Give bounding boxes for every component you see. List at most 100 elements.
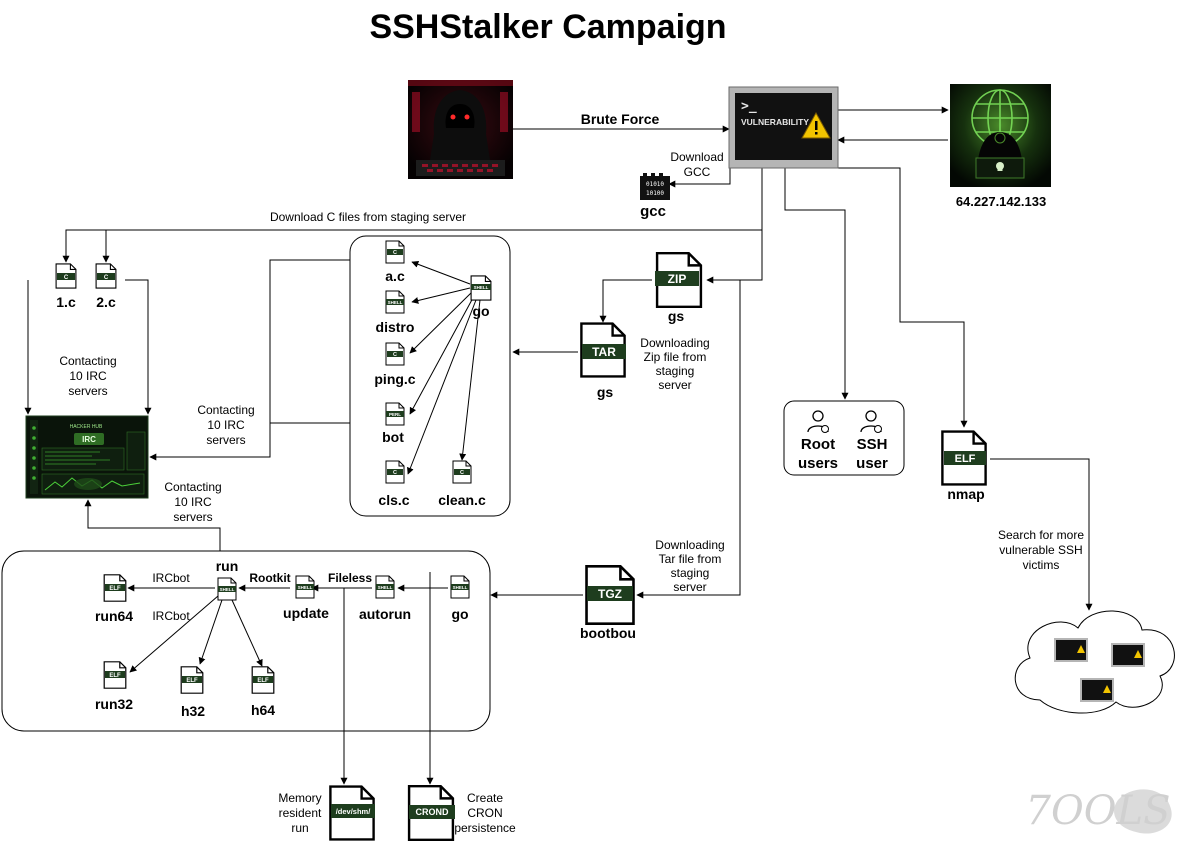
edge-label-contacting: servers: [206, 433, 245, 447]
svg-text:SHELL: SHELL: [474, 285, 489, 290]
skull-icon: [996, 162, 1004, 171]
node-ac: a.c: [385, 268, 405, 284]
infection-chain-container: [1, 550, 491, 732]
prompt-icon: >_: [741, 99, 757, 114]
edge-label-contacting: Contacting: [164, 480, 221, 494]
node-h64: h64: [251, 702, 275, 718]
shell-script-icon: SHELL: [217, 577, 237, 601]
edge-label-download-c: Download C files from staging server: [270, 210, 466, 224]
svg-text:ELF: ELF: [955, 453, 976, 465]
file-icon: C: [452, 460, 472, 484]
svg-text:ELF: ELF: [109, 586, 121, 592]
node-2c: 2.c: [96, 294, 116, 310]
node-root-users: users: [798, 455, 838, 472]
node-1c: 1.c: [56, 294, 76, 310]
perl-script-icon: PERL: [385, 402, 405, 426]
edge-label-contacting: servers: [173, 510, 212, 524]
svg-text:SHELL: SHELL: [220, 587, 235, 592]
attacker-ip: 64.227.142.133: [956, 194, 1046, 209]
vulnerable-server-icon: [1054, 638, 1088, 662]
svg-text:C: C: [393, 470, 397, 476]
svg-text:10100: 10100: [646, 190, 664, 197]
file-icon: C: [385, 240, 405, 264]
irc-hacker-hub-panel: HACKER HUB IRC: [25, 415, 149, 499]
svg-text:01010: 01010: [646, 181, 664, 188]
edge-label-fileless: Fileless: [328, 571, 372, 585]
edge-label-contacting: 10 IRC: [207, 418, 245, 432]
node-run64: run64: [95, 608, 133, 624]
edge-label-rootkit: Rootkit: [249, 571, 290, 585]
file-icon: C: [385, 342, 405, 366]
edge-label-download-gcc: Download: [670, 150, 723, 164]
edge-label-contacting: servers: [68, 384, 107, 398]
warning-icon: [801, 111, 831, 139]
node-gs-zip: gs: [668, 308, 685, 324]
svg-text:TGZ: TGZ: [598, 587, 622, 601]
edge-label-downloading-zip: Zip file from: [644, 350, 707, 364]
svg-text:C: C: [393, 352, 397, 358]
node-ssh-user: SSH: [857, 436, 888, 453]
edge-label-contacting: Contacting: [59, 354, 116, 368]
shell-script-icon: SHELL: [295, 575, 315, 599]
svg-text:C: C: [460, 470, 464, 476]
edge-label-ircbot: IRCbot: [152, 571, 190, 585]
staging-files-container: [349, 235, 511, 517]
node-clsc: cls.c: [378, 492, 409, 508]
edge-label-downloading-zip: staging: [656, 364, 695, 378]
edge-label-contacting: 10 IRC: [174, 495, 212, 509]
zip-archive-icon: ZIP: [655, 252, 703, 308]
svg-text:ZIP: ZIP: [668, 272, 687, 286]
edge-label-create-cron: persistence: [454, 821, 516, 835]
shell-script-icon: SHELL: [385, 290, 405, 314]
node-pingc: ping.c: [374, 371, 415, 387]
edge-label-downloading-tar: staging: [671, 566, 710, 580]
file-icon: C: [385, 460, 405, 484]
edge-label-downloading-zip: Downloading: [640, 336, 709, 350]
node-nmap: nmap: [947, 486, 984, 502]
edge-label-create-cron: Create: [467, 791, 503, 805]
brand-watermark-logo: 7OOLS: [1026, 788, 1172, 834]
privilege-box: [783, 400, 905, 476]
svg-text:/dev/shm/: /dev/shm/: [336, 807, 372, 816]
edge-label-brute-force: Brute Force: [581, 111, 660, 127]
tar-archive-icon: TAR: [580, 322, 626, 378]
hacker-image: [408, 80, 513, 179]
svg-text:ELF: ELF: [186, 678, 198, 684]
svg-text:SHELL: SHELL: [378, 585, 393, 590]
node-ssh-user: user: [856, 455, 888, 472]
elf-binary-icon: ELF: [103, 661, 127, 689]
crond-icon: CROND: [407, 785, 455, 841]
dev-shm-icon: /dev/shm/: [329, 785, 375, 841]
elf-binary-icon: ELF: [103, 574, 127, 602]
ssh-user-icon: [860, 410, 882, 433]
node-root-users: Root: [801, 436, 835, 453]
vulnerable-server-icon: [1111, 643, 1145, 667]
edge-label-memory-resident: Memory: [278, 791, 321, 805]
shell-script-icon: SHELL: [470, 275, 492, 301]
svg-text:SHELL: SHELL: [453, 585, 468, 590]
edge-label-search-more: Search for more: [998, 528, 1084, 542]
shell-script-icon: SHELL: [375, 575, 395, 599]
elf-binary-icon: ELF: [941, 430, 987, 486]
svg-text:ELF: ELF: [109, 673, 121, 679]
root-user-icon: [807, 410, 829, 433]
vulnerable-server-icon: [1080, 678, 1114, 702]
edge-label-downloading-tar: Downloading: [655, 538, 724, 552]
node-distro: distro: [376, 319, 415, 335]
svg-text:7OOLS: 7OOLS: [1026, 788, 1171, 834]
page-title: SSHStalker Campaign: [369, 8, 726, 46]
node-go-top: go: [472, 303, 489, 319]
node-gcc: gcc: [640, 203, 666, 220]
file-icon: C: [95, 263, 117, 289]
edge-label-memory-resident: run: [291, 821, 308, 835]
file-icon: C: [55, 263, 77, 289]
edge-label-memory-resident: resident: [279, 806, 322, 820]
svg-text:C: C: [104, 275, 109, 281]
svg-text:C: C: [64, 275, 69, 281]
edge-label-contacting: 10 IRC: [69, 369, 107, 383]
svg-text:C: C: [393, 250, 397, 256]
svg-text:IRC: IRC: [82, 435, 96, 444]
victims-cloud: [1014, 610, 1175, 714]
edge-label-downloading-tar: Tar file from: [659, 552, 722, 566]
svg-text:HACKER HUB: HACKER HUB: [70, 424, 103, 430]
